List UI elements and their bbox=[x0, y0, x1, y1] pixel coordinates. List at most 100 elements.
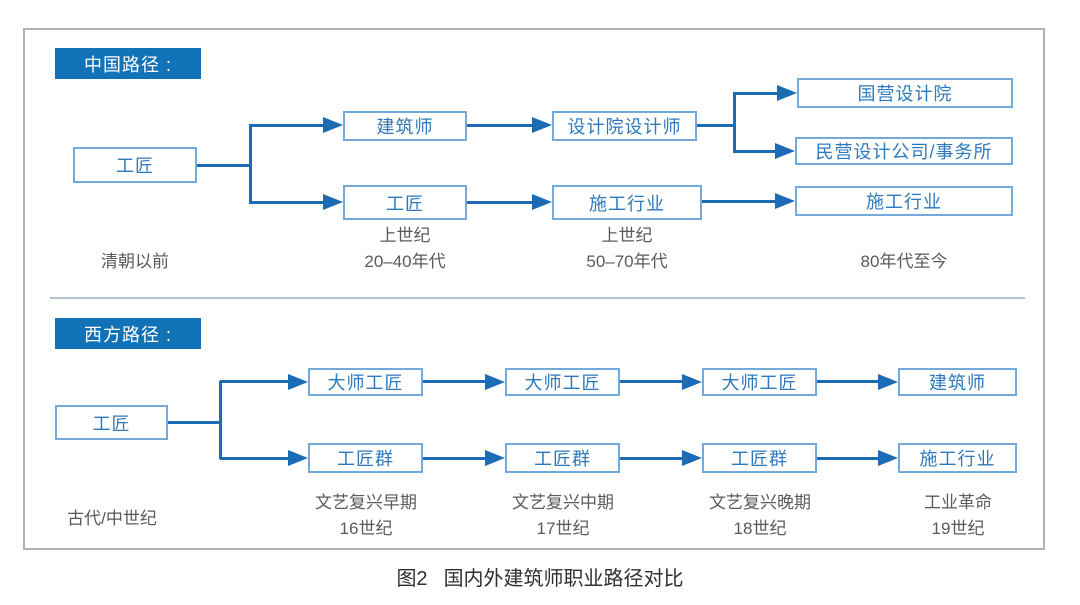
node-label: 大师工匠 bbox=[721, 373, 798, 393]
timeline-west-late-renaissance: 文艺复兴晚期 18世纪 bbox=[660, 490, 860, 542]
timeline-line2: 19世纪 bbox=[931, 519, 985, 538]
connector-construction-to-now bbox=[702, 200, 775, 203]
arrowhead-craftsman2-to-construction-icon bbox=[532, 194, 552, 210]
timeline-line1: 文艺复兴晚期 bbox=[709, 493, 811, 512]
timeline-china-1950s-70s: 上世纪 50–70年代 bbox=[527, 223, 727, 275]
connector-west-to-master1 bbox=[220, 380, 288, 383]
arrowhead-to-private-firm-icon bbox=[775, 143, 795, 159]
west-section-header: 西方路径 : bbox=[55, 318, 201, 349]
node-west-master-2: 大师工匠 bbox=[505, 368, 620, 396]
connector-west-root-split bbox=[219, 381, 222, 459]
connector-china-to-architect bbox=[250, 124, 323, 127]
node-label: 施工行业 bbox=[866, 192, 942, 212]
node-west-group-2: 工匠群 bbox=[505, 443, 620, 473]
arrowhead-group2-to-group3-icon bbox=[682, 450, 702, 466]
connector-china-to-craftsman2 bbox=[250, 201, 323, 204]
node-label: 建筑师 bbox=[376, 117, 434, 137]
connector-master2-to-master3 bbox=[620, 380, 682, 383]
arrowhead-architect-to-designer-icon bbox=[532, 117, 552, 133]
timeline-line1: 上世纪 bbox=[379, 226, 431, 245]
connector-to-private-firm bbox=[735, 150, 775, 153]
node-label: 民营设计公司/事务所 bbox=[815, 142, 993, 162]
figure-caption: 图2 国内外建筑师职业路径对比 bbox=[0, 562, 1080, 591]
arrowhead-group1-to-group2-icon bbox=[485, 450, 505, 466]
node-west-construction: 施工行业 bbox=[898, 443, 1017, 473]
timeline-line2: 50–70年代 bbox=[586, 252, 668, 271]
node-china-architect: 建筑师 bbox=[343, 111, 467, 141]
node-west-group-3: 工匠群 bbox=[702, 443, 817, 473]
node-label: 施工行业 bbox=[589, 193, 665, 214]
timeline-west-mid-renaissance: 文艺复兴中期 17世纪 bbox=[463, 490, 663, 542]
connector-china-root-stub bbox=[197, 164, 251, 167]
timeline-line1: 工业革命 bbox=[924, 493, 992, 512]
timeline-china-1980s-now: 80年代至今 bbox=[804, 249, 1004, 275]
connector-group3-to-construction bbox=[817, 457, 878, 460]
node-china-construction-now: 施工行业 bbox=[795, 186, 1013, 216]
connector-designer-stub bbox=[697, 124, 735, 127]
node-label: 工匠群 bbox=[731, 449, 788, 469]
node-west-group-1: 工匠群 bbox=[308, 443, 423, 473]
arrowhead-construction-to-now-icon bbox=[775, 193, 795, 209]
node-west-master-3: 大师工匠 bbox=[702, 368, 817, 396]
timeline-line1: 古代/中世纪 bbox=[67, 509, 157, 528]
node-west-root-craftsman: 工匠 bbox=[55, 405, 168, 440]
node-china-root-craftsman: 工匠 bbox=[73, 147, 197, 183]
arrowhead-china-to-architect-icon bbox=[323, 117, 343, 133]
connector-west-to-group1 bbox=[220, 457, 288, 460]
connector-architect-to-designer bbox=[467, 124, 532, 127]
node-label: 工匠群 bbox=[337, 449, 394, 469]
timeline-line2: 18世纪 bbox=[733, 519, 787, 538]
section-divider bbox=[50, 297, 1025, 299]
node-label: 设计院设计师 bbox=[567, 117, 682, 137]
node-china-private-firm: 民营设计公司/事务所 bbox=[795, 137, 1013, 165]
node-label: 建筑师 bbox=[929, 373, 986, 393]
arrowhead-master1-to-master2-icon bbox=[485, 374, 505, 390]
node-china-institute-designer: 设计院设计师 bbox=[552, 111, 697, 141]
connector-designer-split bbox=[733, 92, 736, 153]
west-header-label: 西方路径 : bbox=[83, 324, 172, 345]
timeline-china-1920s-40s: 上世纪 20–40年代 bbox=[305, 223, 505, 275]
connector-group1-to-group2 bbox=[423, 457, 485, 460]
timeline-line1: 上世纪 bbox=[601, 226, 653, 245]
caption-number: 图2 bbox=[396, 568, 428, 590]
arrowhead-group3-to-construction-icon bbox=[878, 450, 898, 466]
timeline-line2: 20–40年代 bbox=[364, 252, 446, 271]
node-west-master-1: 大师工匠 bbox=[308, 368, 423, 396]
timeline-line1: 80年代至今 bbox=[860, 252, 948, 271]
china-section-header: 中国路径 : bbox=[55, 48, 201, 79]
connector-to-state-institute bbox=[735, 92, 777, 95]
connector-master1-to-master2 bbox=[423, 380, 485, 383]
connector-west-root-stub bbox=[168, 421, 221, 424]
arrowhead-west-to-master1-icon bbox=[288, 374, 308, 390]
timeline-west-early-renaissance: 文艺复兴早期 16世纪 bbox=[266, 490, 466, 542]
node-label: 大师工匠 bbox=[327, 373, 404, 393]
arrowhead-to-state-institute-icon bbox=[777, 85, 797, 101]
node-label: 国营设计院 bbox=[857, 84, 953, 104]
arrowhead-master3-to-architect-icon bbox=[878, 374, 898, 390]
connector-master3-to-architect bbox=[817, 380, 878, 383]
node-china-craftsman-2: 工匠 bbox=[343, 185, 467, 220]
arrowhead-china-to-craftsman2-icon bbox=[323, 194, 343, 210]
timeline-west-industrial-revolution: 工业革命 19世纪 bbox=[858, 490, 1058, 542]
arrowhead-master2-to-master3-icon bbox=[682, 374, 702, 390]
timeline-line1: 文艺复兴早期 bbox=[315, 493, 417, 512]
arrowhead-west-to-group1-icon bbox=[288, 450, 308, 466]
connector-china-root-split bbox=[249, 124, 252, 204]
node-west-architect: 建筑师 bbox=[898, 368, 1017, 396]
timeline-line1: 清朝以前 bbox=[101, 252, 169, 271]
china-header-label: 中国路径 : bbox=[83, 54, 172, 75]
connector-craftsman2-to-construction bbox=[467, 201, 532, 204]
caption-title: 国内外建筑师职业路径对比 bbox=[443, 568, 684, 590]
timeline-line2: 17世纪 bbox=[536, 519, 590, 538]
timeline-west-ancient: 古代/中世纪 bbox=[12, 506, 212, 532]
timeline-line1: 文艺复兴中期 bbox=[512, 493, 614, 512]
node-label: 施工行业 bbox=[919, 449, 996, 469]
node-china-state-institute: 国营设计院 bbox=[797, 78, 1013, 108]
node-label: 工匠 bbox=[92, 413, 131, 434]
node-china-construction: 施工行业 bbox=[552, 185, 702, 220]
timeline-china-pre-qing: 清朝以前 bbox=[35, 249, 235, 275]
node-label: 工匠群 bbox=[534, 449, 591, 469]
node-label: 大师工匠 bbox=[524, 373, 601, 393]
node-label: 工匠 bbox=[116, 156, 154, 176]
